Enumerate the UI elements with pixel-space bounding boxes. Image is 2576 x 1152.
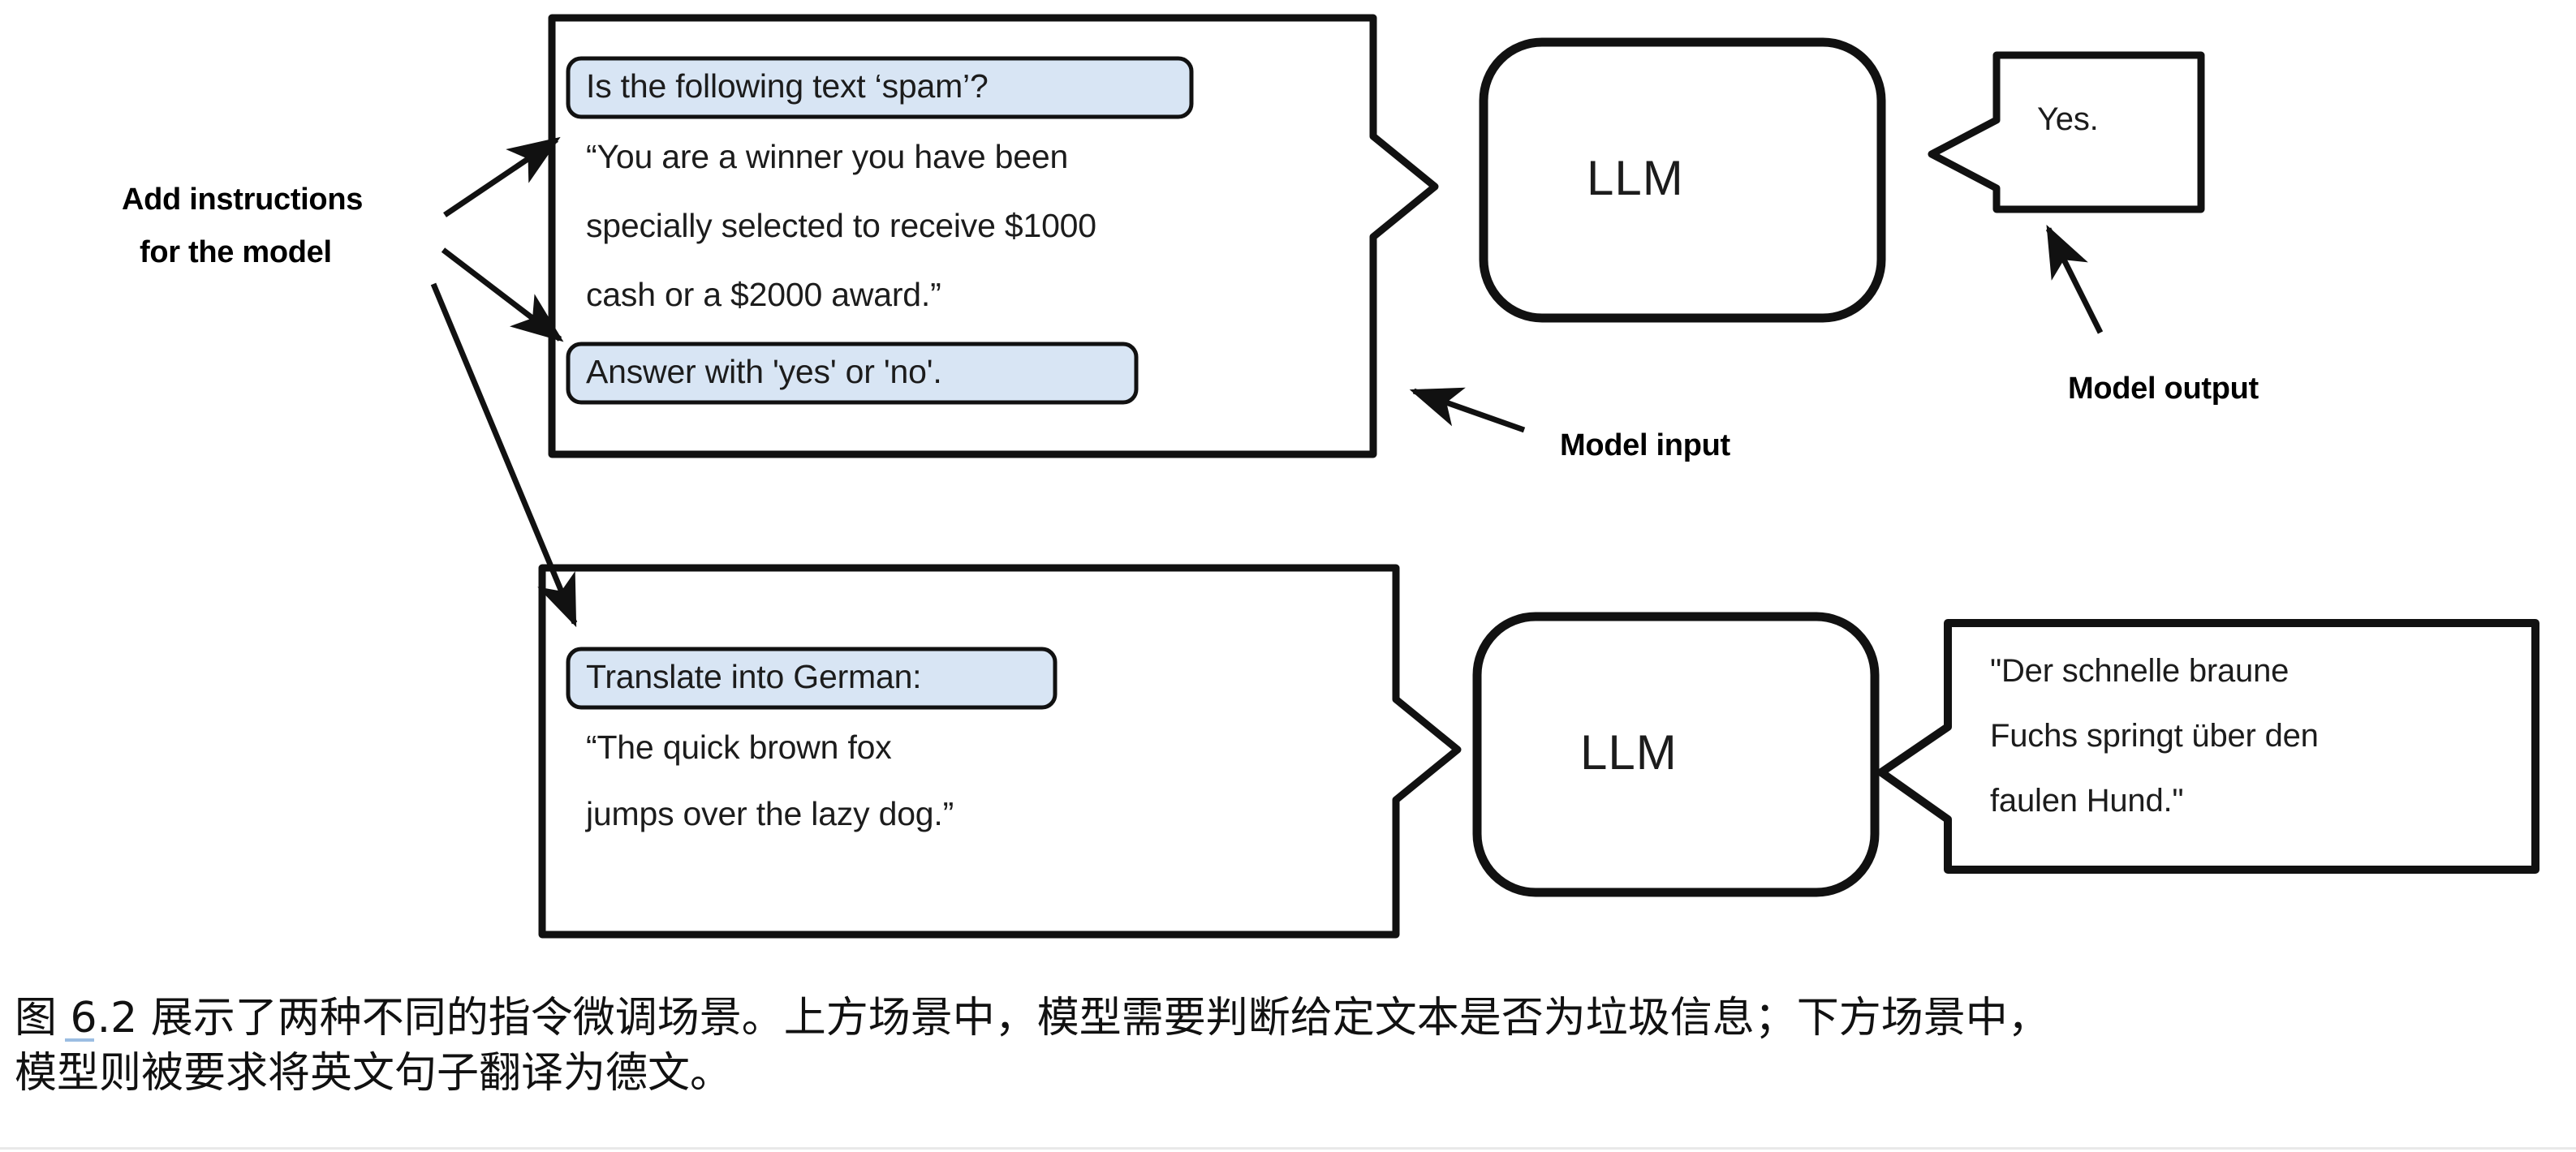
output-text-german-line-2: Fuchs springt über den [1990,718,2319,754]
caption-underline-artifact [65,1038,94,1042]
llm-label-translate: LLM [1580,725,1678,780]
llm-box-spam [1479,37,1886,323]
annotation-add-instructions-line2: for the model [140,235,332,269]
prompt-body-line-1: “You are a winner you have been [586,138,1069,175]
arrow-add-instructions-to-top-pill [443,136,561,217]
prompt-body-line-3: cash or a $2000 award.” [586,276,941,313]
figure-caption-line-1: 图 6.2 展示了两种不同的指令微调场景。上方场景中，模型需要判断给定文本是否为… [15,994,2050,1042]
arrow-model-input [1409,387,1526,433]
annotation-model-output: Model output [2068,372,2259,406]
figure-caption-line-2: 模型则被要求将英文句子翻译为德文。 [15,1048,733,1098]
translate-body-line-1: “The quick brown fox [586,729,892,766]
page-bottom-rule [0,1147,2576,1150]
arrow-model-output [2045,224,2104,334]
instruction-highlight-spam-bottom [566,342,1139,405]
annotation-add-instructions-line1: Add instructions [122,183,364,217]
output-bubble-yes [1928,51,2205,213]
llm-label-spam: LLM [1587,151,1684,205]
output-text-german-line-1: "Der schnelle braune [1990,653,2290,689]
instruction-highlight-spam-top [566,56,1194,119]
llm-box-translate [1472,612,1880,897]
output-text-yes: Yes. [2037,101,2099,137]
prompt-body-line-2: specially selected to receive $1000 [586,207,1096,244]
arrow-add-instructions-to-translate-pill [430,282,578,628]
annotation-model-input: Model input [1560,428,1730,462]
output-bubble-german [1877,619,2539,874]
figure-caption: 图 6.2 展示了两种不同的指令微调场景。上方场景中，模型需要判断给定文本是否为… [15,991,2571,1101]
instruction-text-spam-top: Is the following text ‘spam’? [586,67,989,105]
instruction-text-spam-bottom: Answer with 'yes' or 'no'. [586,353,942,390]
instruction-highlight-translate [566,647,1058,710]
arrow-add-instructions-to-bottom-pill [441,247,564,342]
output-text-german-line-3: faulen Hund." [1990,783,2184,819]
translate-body-line-2: jumps over the lazy dog.” [586,795,954,832]
instruction-text-translate: Translate into German: [586,658,922,695]
